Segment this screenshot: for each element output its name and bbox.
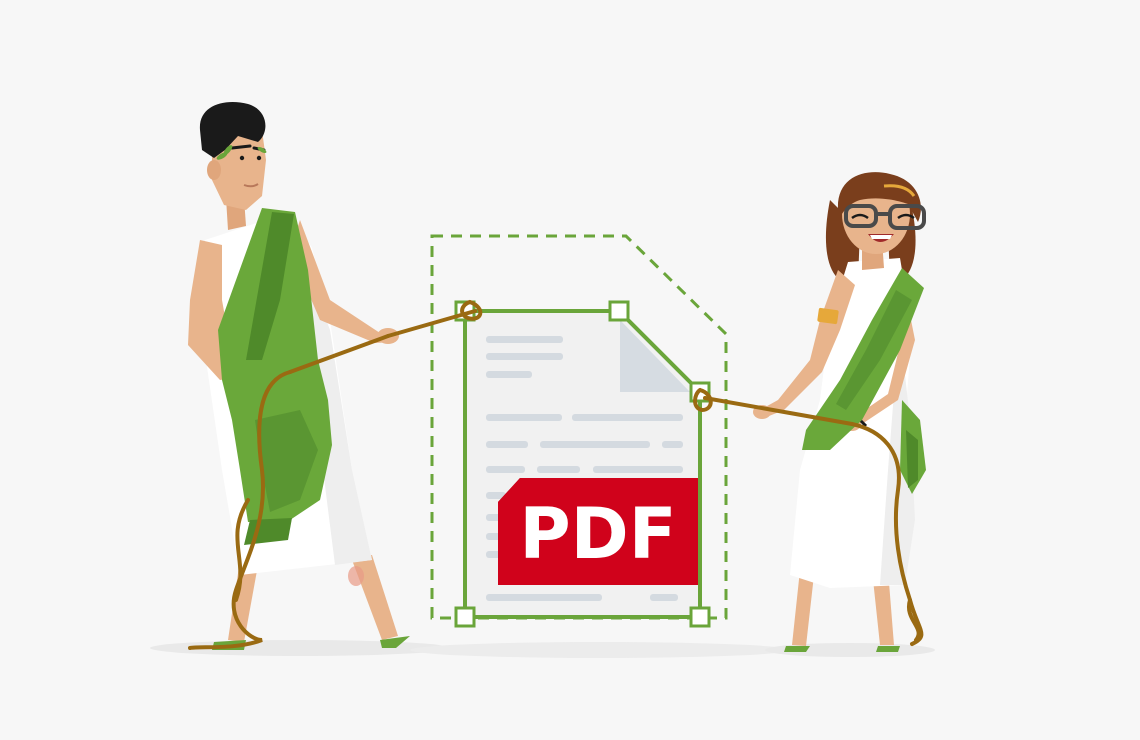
crop-handle-icon	[454, 606, 476, 628]
page-fold	[620, 320, 690, 392]
laurel-wreath-icon	[216, 145, 267, 160]
pdf-page-border	[463, 309, 702, 619]
pdf-label: PDF	[519, 493, 676, 575]
man-character	[188, 101, 410, 650]
crop-handle-icon	[608, 300, 630, 322]
pdf-badge: PDF	[498, 478, 698, 585]
ropes	[188, 300, 924, 650]
text-lines	[486, 336, 683, 601]
dark-hair	[199, 101, 266, 158]
pdf-file-icon: PDF	[463, 309, 702, 619]
gold-armband	[817, 307, 839, 325]
ground-shadows	[150, 640, 935, 658]
brown-hair	[837, 172, 921, 222]
crop-handle-icon	[689, 606, 711, 628]
glasses-icon	[844, 204, 926, 230]
stretch-outline-dashed	[430, 234, 728, 620]
